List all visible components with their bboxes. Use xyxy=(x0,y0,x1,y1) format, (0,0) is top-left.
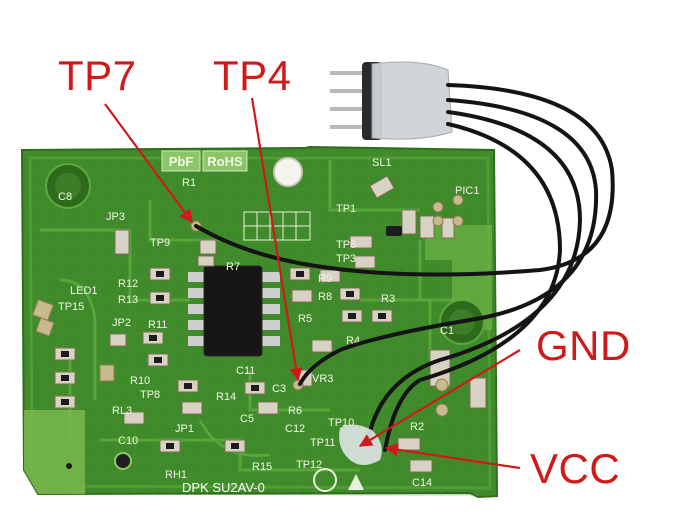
copper-pad-area xyxy=(24,410,85,494)
silk-label: R15 xyxy=(252,461,272,473)
silk-label: TP1 xyxy=(336,203,356,215)
silk-label: R1 xyxy=(182,177,196,189)
silk-label: VR3 xyxy=(312,373,333,385)
vcc-arrow xyxy=(384,443,521,470)
silk-label: R2 xyxy=(410,421,424,433)
silk-label: TP8 xyxy=(140,389,160,401)
silk-label: C3 xyxy=(272,383,286,395)
silk-label: R14 xyxy=(216,391,236,403)
silk-label: R3 xyxy=(381,293,395,305)
silk-label: JP1 xyxy=(175,423,194,435)
component-stripes xyxy=(61,226,402,449)
silk-label: R12 xyxy=(118,278,138,290)
certification-mark xyxy=(313,468,364,492)
silk-label: JP2 xyxy=(112,317,131,329)
silk-label: TP3 xyxy=(336,253,356,265)
tp4-arrow xyxy=(250,97,303,382)
silk-label: R6 xyxy=(288,405,302,417)
rohs-mark: RoHS xyxy=(207,154,243,169)
gnd-label: GND xyxy=(536,322,631,369)
silk-label: TP11 xyxy=(310,437,335,449)
silk-label: R7 xyxy=(226,261,240,273)
silk-label: PIC1 xyxy=(455,185,479,197)
silk-label: TP9 xyxy=(150,237,170,249)
silk-label: C8 xyxy=(58,191,72,203)
tp4-label: TP4 xyxy=(213,52,292,99)
silk-label: RL3 xyxy=(112,405,132,417)
jumper-grid xyxy=(243,211,311,241)
silk-label: C12 xyxy=(285,423,305,435)
board-part-number: DPK SU2AV-0 xyxy=(182,480,265,495)
silk-label: C14 xyxy=(412,477,432,489)
silk-label: C10 xyxy=(118,435,138,447)
silk-label: LED1 xyxy=(70,285,98,297)
silk-label: TP6 xyxy=(336,239,356,251)
silk-label: TP12 xyxy=(296,459,322,471)
silk-label: C5 xyxy=(240,413,254,425)
silk-label: JP3 xyxy=(106,211,125,223)
connector-header xyxy=(330,61,453,140)
silk-label: RH1 xyxy=(165,469,187,481)
tp7-arrow xyxy=(104,103,193,224)
silk-label: R9 xyxy=(318,273,332,285)
pbf-mark: PbF xyxy=(169,154,194,169)
compliance-marks: PbF RoHS xyxy=(161,150,248,172)
ic-chip xyxy=(188,265,280,357)
silk-label: C1 xyxy=(440,325,454,337)
silk-label: R5 xyxy=(298,313,312,325)
silk-label: C11 xyxy=(236,365,255,377)
silk-label: R8 xyxy=(318,291,332,303)
vcc-label: VCC xyxy=(530,445,621,492)
silk-label: SL1 xyxy=(372,157,392,169)
silk-label: R13 xyxy=(118,294,138,306)
silk-label: R11 xyxy=(148,319,167,331)
silk-label: R10 xyxy=(130,375,150,387)
gnd-arrow xyxy=(358,349,521,447)
silkscreen-labels: C8 R1 TP1 TP9 TP6 TP3 SL1 PIC1 LED1 TP15… xyxy=(58,157,479,495)
silk-label: TP15 xyxy=(58,301,84,313)
cable-wires xyxy=(194,83,615,452)
tp7-label: TP7 xyxy=(58,52,137,99)
callout-arrows xyxy=(104,97,521,470)
